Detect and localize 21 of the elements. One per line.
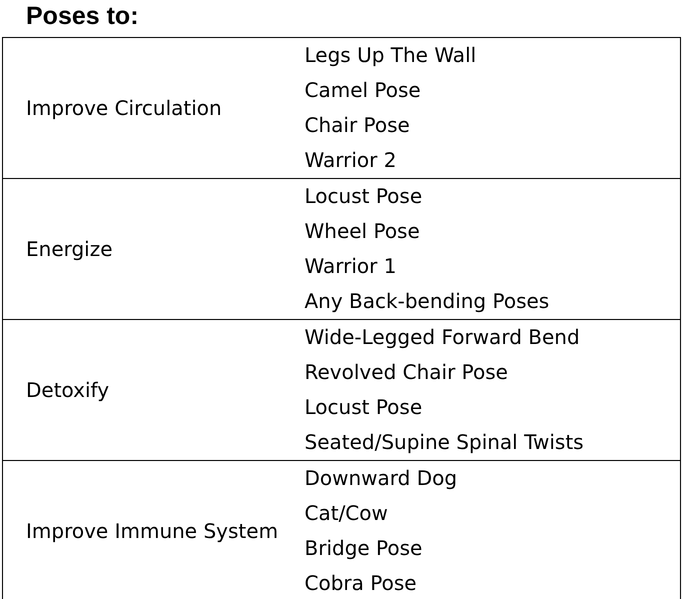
- pose-label: Wheel Pose: [304, 218, 421, 245]
- pose-label: Cobra Pose: [304, 570, 418, 597]
- category-label: Improve Immune System: [26, 519, 278, 543]
- category-label: Detoxify: [26, 378, 110, 402]
- category-label: Energize: [26, 237, 113, 261]
- pose-label: Wide-Legged Forward Bend: [304, 324, 581, 351]
- pose-label: Downward Dog: [304, 465, 458, 492]
- pose-label: Cat/Cow: [304, 500, 389, 527]
- pose-label: Warrior 1: [304, 253, 398, 280]
- pose-label: Warrior 2: [304, 147, 398, 174]
- pose-label: Locust Pose: [304, 183, 424, 210]
- category-label: Improve Circulation: [26, 96, 222, 120]
- pose-label: Chair Pose: [304, 112, 411, 139]
- pose-label: Seated/Supine Spinal Twists: [304, 429, 585, 456]
- pose-label: Any Back-bending Poses: [304, 288, 550, 315]
- pose-label: Locust Pose: [304, 394, 424, 421]
- pose-label: Legs Up The Wall: [304, 42, 478, 69]
- title-heading: Poses to:: [26, 2, 139, 31]
- pose-label: Revolved Chair Pose: [304, 359, 509, 386]
- pose-label: Bridge Pose: [304, 535, 424, 562]
- pose-label: Camel Pose: [304, 77, 422, 104]
